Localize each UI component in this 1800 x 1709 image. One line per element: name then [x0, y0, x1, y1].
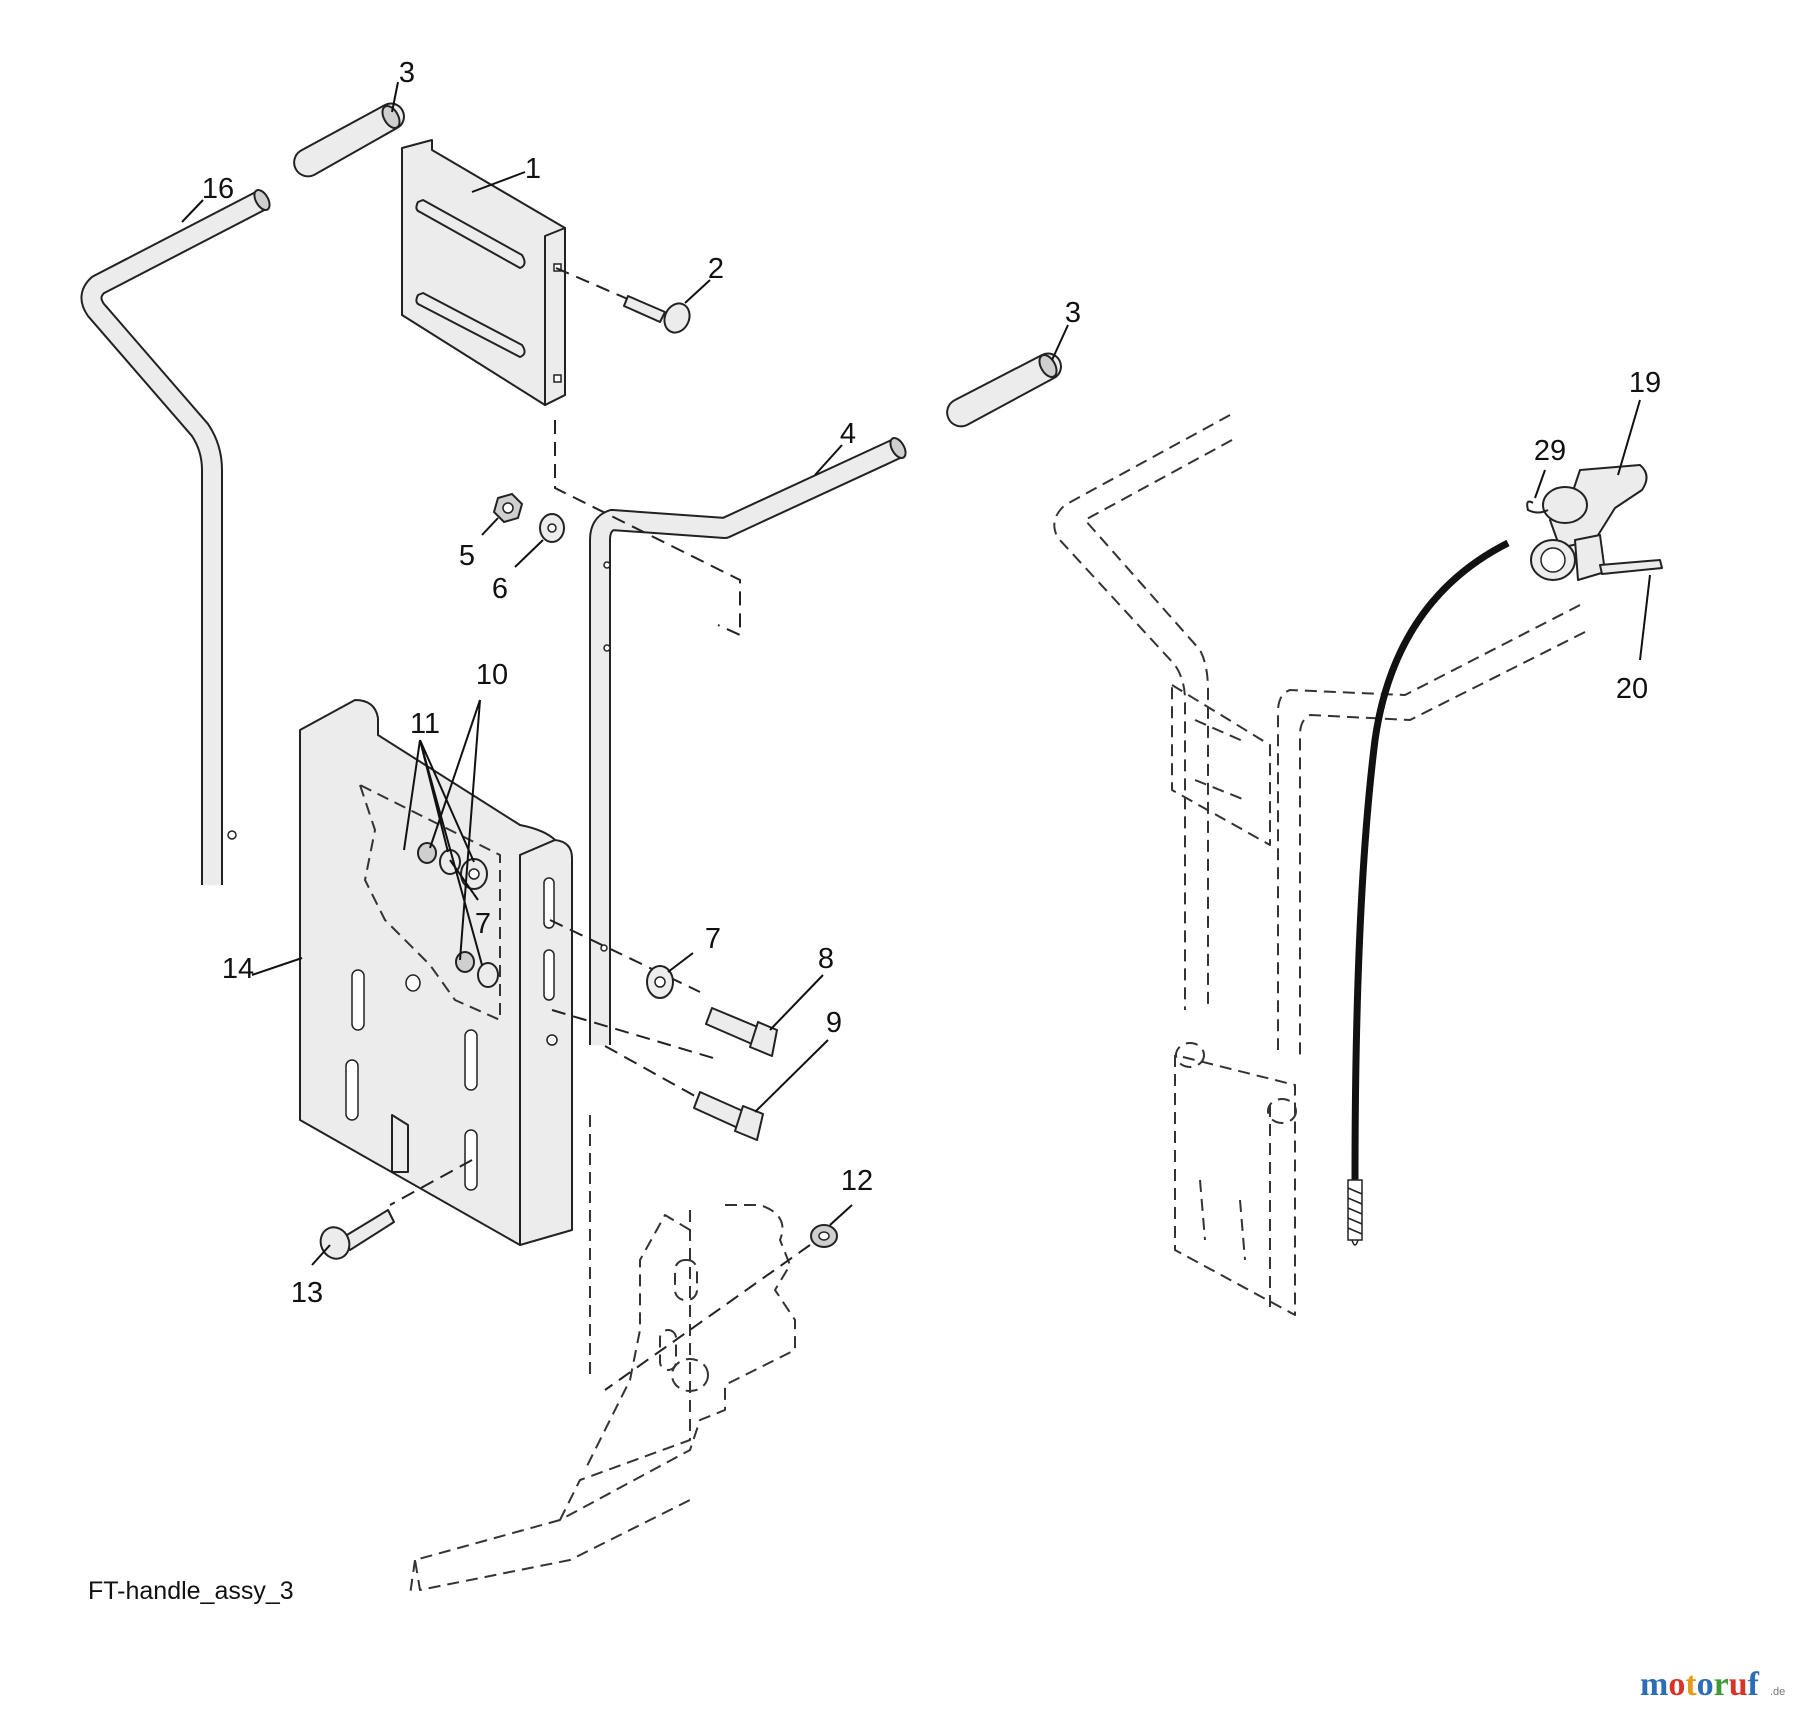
lock-washer-bottom [477, 962, 499, 988]
right-handle-tube [589, 437, 907, 1045]
callout-20: 20 [1616, 673, 1648, 705]
callout-5: 5 [459, 540, 475, 572]
mower-frame-ghost [409, 1115, 811, 1596]
hex-nut-lower [810, 1224, 838, 1248]
leader-lines [181, 81, 1651, 1266]
callout-10: 10 [476, 659, 508, 691]
lock-nut-top [417, 842, 437, 864]
control-lever [1530, 464, 1648, 581]
callout-3: 3 [1065, 297, 1081, 329]
handle-grip-upper-right [946, 352, 1062, 428]
watermark-suffix: .de [1770, 1686, 1785, 1698]
bolt-alignment-upper [549, 919, 701, 993]
handle-grip-upper-left [293, 102, 405, 178]
left-handle-tube [80, 189, 271, 885]
callout-7: 7 [705, 923, 721, 955]
callout-11: 11 [410, 708, 440, 740]
control-cable [1347, 539, 1510, 1246]
watermark-brand: motoruf [1640, 1666, 1760, 1703]
flat-washer-bolt [646, 965, 674, 999]
carriage-bolt-upper [555, 267, 691, 334]
callout-8: 8 [818, 943, 834, 975]
callout-4: 4 [840, 418, 856, 450]
lower-handle-bracket [299, 699, 573, 1246]
hex-nut-upper [492, 492, 524, 524]
watermark-logo: motoruf .de [1640, 1666, 1785, 1703]
handle-assembly-ghost [1053, 414, 1586, 1316]
callout-2: 2 [708, 253, 724, 285]
callout-7: 7 [475, 908, 491, 940]
callout-13: 13 [291, 1277, 323, 1309]
callout-1: 1 [525, 153, 541, 185]
callout-16: 16 [202, 173, 234, 205]
shoulder-bolt-upper [705, 1007, 778, 1057]
lock-nut-bottom [455, 951, 475, 973]
hair-pin-clip [1526, 500, 1549, 514]
callout-19: 19 [1629, 367, 1661, 399]
callout-14: 14 [222, 953, 254, 985]
callout-3: 3 [399, 57, 415, 89]
callout-labels: 3 16 1 2 3 4 19 29 20 5 6 10 11 7 7 8 9 … [202, 57, 1661, 1309]
callout-9: 9 [826, 1007, 842, 1039]
callout-29: 29 [1534, 435, 1566, 467]
shoulder-bolt-lower [693, 1091, 764, 1141]
flat-washer-upper [539, 513, 565, 543]
callout-12: 12 [841, 1165, 873, 1197]
upper-handle-plate [401, 139, 566, 406]
lever-pin [1599, 559, 1663, 575]
plate-alignment-line [554, 420, 741, 637]
diagram-caption: FT-handle_assy_3 [88, 1577, 294, 1605]
bolt-alignment-middle [551, 1009, 721, 1061]
callout-6: 6 [492, 573, 508, 605]
carriage-bolt-lower [319, 1159, 473, 1260]
